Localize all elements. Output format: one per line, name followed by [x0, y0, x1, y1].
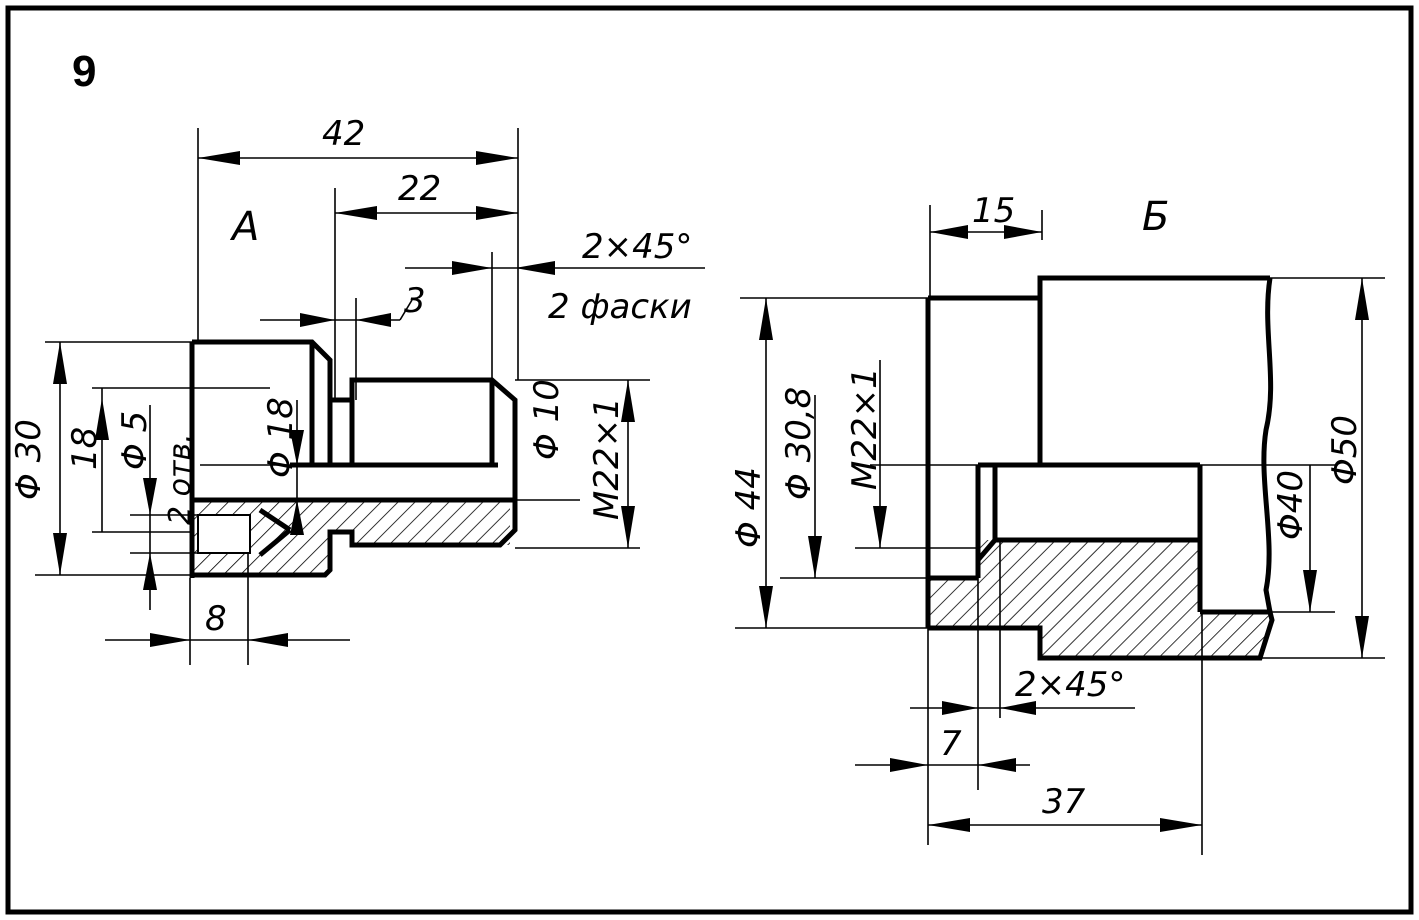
dim-label-18: 18 — [65, 427, 105, 470]
dim-label-dia5: Φ 5 — [115, 411, 155, 470]
part-a-label: А — [229, 204, 259, 250]
holes-note: 2 отв. — [163, 433, 198, 525]
dim-a-hole: Φ 5 2 отв. — [115, 405, 250, 610]
dim-b-dia50: Φ50 — [1260, 277, 1385, 659]
dim-a-thread: M22×1 — [587, 380, 635, 548]
dim-a-42: 42 — [197, 114, 519, 380]
part-a-outline — [189, 339, 518, 578]
dim-a-chamfer: 2×45° 2 фаски — [405, 227, 705, 380]
dim-b-37: 37 — [928, 612, 1203, 855]
sheet-frame — [5, 5, 1414, 915]
dim-label-dia18: Φ 18 — [261, 397, 301, 478]
part-a: А 42 — [9, 114, 705, 665]
dim-b-dia40: Φ40 — [1200, 464, 1335, 613]
dim-label-7: 7 — [940, 724, 962, 764]
part-b-section-hatch — [928, 540, 1270, 658]
dim-b-dia44: Φ 44 — [729, 297, 928, 629]
dim-a-dia30: Φ 30 — [9, 341, 192, 576]
dim-a-8: 8 — [105, 553, 350, 665]
dim-b-thread: M22×1 — [845, 360, 978, 549]
dim-label-8: 8 — [205, 599, 227, 639]
dim-label-dia50: Φ50 — [1325, 415, 1365, 485]
dim-a-22: 22 — [334, 169, 518, 400]
dim-b-chamfer: 2×45° — [910, 540, 1135, 790]
dim-b-dia308: Φ 30,8 — [779, 387, 928, 579]
dim-a-3: 3 — [260, 281, 426, 400]
dim-label-42: 42 — [322, 114, 365, 154]
dim-a-dia18: Φ 18 — [200, 397, 304, 535]
dim-label-22: 22 — [398, 169, 441, 209]
dim-label-dia44: Φ 44 — [729, 467, 769, 548]
dim-b-15: 15 — [929, 191, 1043, 298]
chamfer-note: 2 фаски — [548, 287, 692, 327]
part-b: Б 15 — [729, 191, 1385, 855]
part-b-label: Б — [1142, 194, 1169, 240]
dim-a-18: 18 — [65, 387, 270, 533]
dim-label-dia10: Φ 10 — [527, 379, 567, 460]
dim-label-thread-b: M22×1 — [845, 367, 885, 490]
chamfer-label-b: 2×45° — [1015, 665, 1125, 705]
chamfer-label: 2×45° — [582, 227, 692, 267]
dim-a-dia10: Φ 10 — [515, 379, 650, 549]
dim-label-37: 37 — [1042, 782, 1086, 822]
dim-label-15: 15 — [972, 191, 1015, 231]
dim-label-3: 3 — [404, 281, 426, 321]
dim-label-dia30-8: Φ 30,8 — [779, 387, 819, 500]
dim-label-dia40: Φ40 — [1271, 470, 1311, 540]
dim-label-thread-a: M22×1 — [587, 397, 627, 520]
dim-label-dia30: Φ 30 — [9, 419, 49, 500]
figure-number: 9 — [72, 47, 96, 96]
dim-b-7: 7 — [855, 628, 1030, 845]
